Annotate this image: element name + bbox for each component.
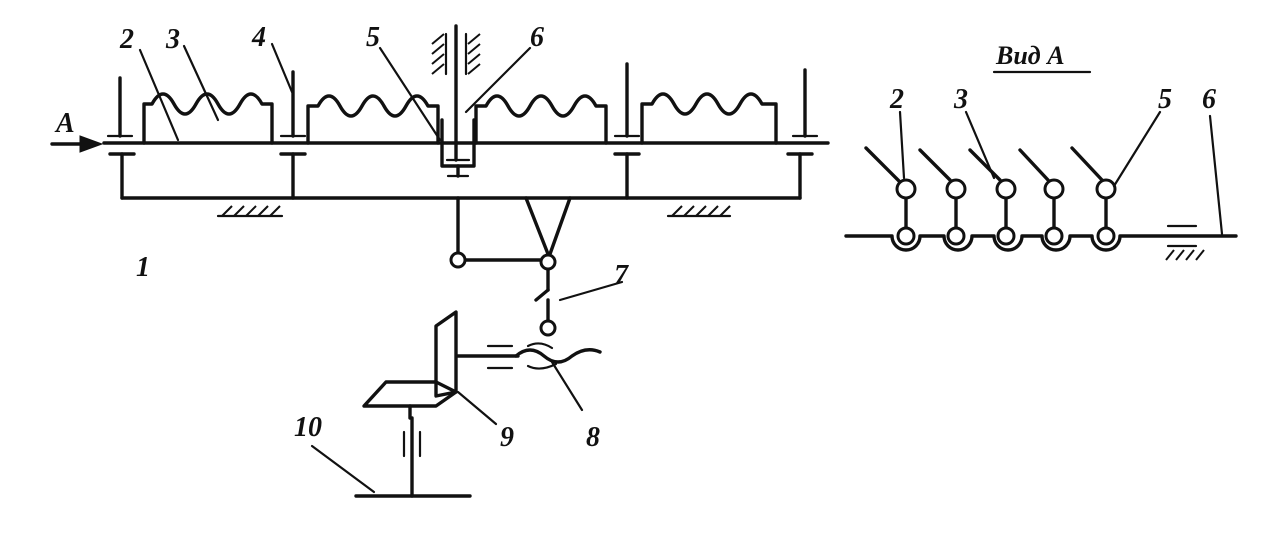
central-rod: [431, 24, 481, 162]
view-direction-arrow: [50, 135, 104, 153]
ground-hatch-right: [666, 205, 732, 218]
leader-lines: [138, 42, 532, 142]
view-a-leaders: [898, 110, 1224, 236]
label-7: 7: [614, 260, 629, 291]
label-3: 3: [165, 24, 180, 55]
view-a-label-6: 6: [1202, 84, 1216, 115]
vertical-posts: [106, 62, 819, 138]
wavy-strips: [142, 92, 778, 145]
label-arrow-a: А: [54, 108, 75, 139]
label-1: 1: [136, 252, 150, 283]
output-shaft: [310, 416, 472, 498]
view-a-levers: [864, 146, 1117, 246]
view-a: Вид А: [844, 41, 1238, 261]
central-bracket: [440, 118, 476, 178]
view-a-title: Вид А: [995, 41, 1065, 70]
bevel-gears: [362, 310, 498, 426]
ground-hatch-left: [216, 205, 284, 218]
label-6: 6: [530, 22, 544, 53]
view-a-label-3: 3: [953, 84, 968, 115]
linkage: [449, 196, 624, 337]
label-2: 2: [119, 24, 134, 55]
view-a-bearing: [1165, 224, 1205, 261]
label-5: 5: [366, 22, 380, 53]
label-10: 10: [294, 412, 322, 443]
view-a-shaft: [844, 234, 1238, 252]
view-a-label-5: 5: [1158, 84, 1172, 115]
view-a-label-2: 2: [889, 84, 904, 115]
label-8: 8: [586, 422, 600, 453]
label-4: 4: [251, 22, 266, 53]
frame: [108, 152, 814, 200]
label-9: 9: [500, 422, 514, 453]
main-view: А 2 3 4 5 6 1 7 8 9 10: [50, 22, 830, 498]
flexible-shaft: [456, 342, 602, 412]
